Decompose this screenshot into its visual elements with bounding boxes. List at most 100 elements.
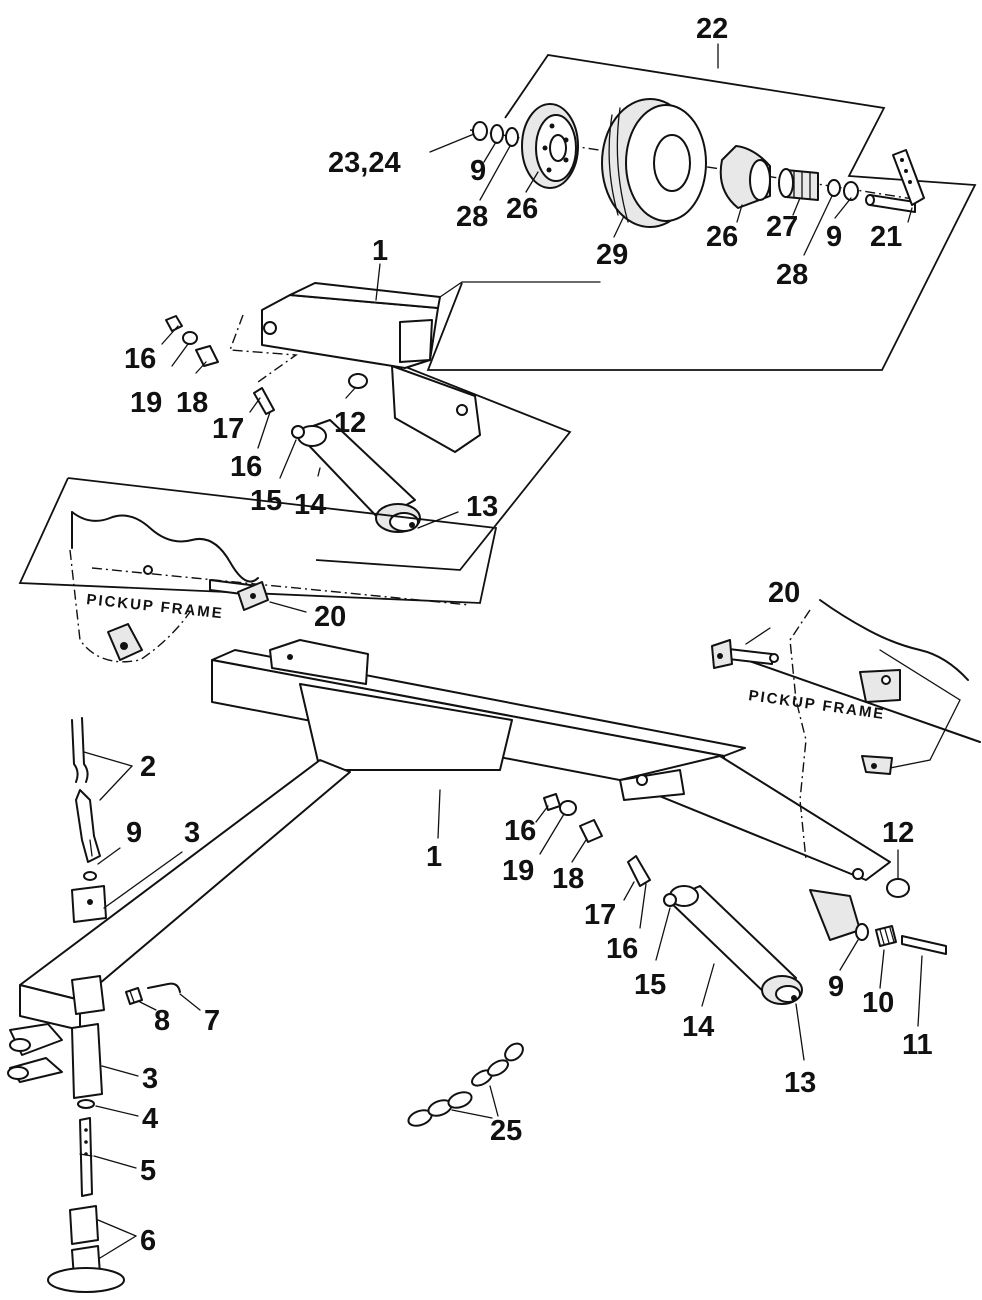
jack-handle-slot: [89, 839, 93, 857]
callout-26-right: 26: [706, 221, 738, 253]
pickup-frame-caption-left: PICKUP FRAME: [86, 591, 225, 622]
callout-23-24: 23,24: [328, 147, 401, 179]
right-arm-bracket: [809, 889, 861, 941]
callout-17: 17: [212, 413, 244, 445]
pin-part-17-upper: [253, 387, 275, 415]
right-frame-wavy-edge: [819, 599, 969, 681]
leader-16c: [535, 805, 549, 823]
leader-18a: [195, 361, 207, 374]
cylinder-part-14-lower: [667, 885, 803, 1005]
callout-4: 4: [142, 1103, 158, 1135]
callout-1-lower: 1: [426, 841, 442, 873]
leader-9c: [97, 847, 121, 865]
leader-19b: [539, 813, 565, 855]
left-frame-pin-centerline: [91, 567, 471, 606]
jack-handle-upper-b: [81, 717, 89, 783]
leader-11: [917, 955, 923, 1027]
leader-13b: [795, 1003, 805, 1061]
pivot-pin-part-20-left: [209, 579, 269, 611]
washer-part-12-lower: [886, 878, 910, 898]
upper-arm-outline-box: [315, 359, 572, 571]
callout-3-lower: 3: [142, 1063, 158, 1095]
spring-part-10: [875, 925, 897, 947]
lower-cylinder-group: [535, 793, 947, 1061]
left-frame-hole: [143, 565, 153, 575]
callout-15-b: 15: [634, 969, 666, 1001]
callout-20-left: 20: [314, 601, 346, 633]
right-arm-mount: [619, 769, 685, 801]
callout-26: 26: [506, 193, 538, 225]
left-frame-outline: [18, 477, 498, 604]
leader-26b: [736, 204, 743, 223]
pivot-part-15-lower: [663, 893, 677, 907]
washer-part-12-upper: [348, 373, 368, 389]
hub-part-26: [521, 103, 579, 189]
tongue-arm-top: [19, 759, 351, 1001]
right-frame-line-top: [717, 649, 981, 743]
callout-22: 22: [696, 13, 728, 45]
callout-10: 10: [862, 987, 894, 1019]
hitch-clevis-eye-bottom: [7, 1066, 29, 1080]
seal-part-9: [490, 124, 504, 144]
callout-9-right: 9: [826, 221, 842, 253]
leader-7: [179, 993, 201, 1011]
tire-part-29: [601, 98, 707, 228]
main-hitch-frame-group: [7, 639, 891, 1083]
callout-9-lower: 9: [828, 971, 844, 1003]
socket-part-3-upper: [71, 885, 107, 923]
right-pickup-frame-group: PICKUP FRAME: [711, 599, 981, 861]
jack-handle-upper: [71, 719, 79, 783]
callout-28: 28: [456, 201, 488, 233]
left-frame-mount-bracket: [107, 623, 143, 661]
bearing-cone-part-28: [505, 127, 519, 147]
leader-29: [613, 215, 625, 238]
leader-26a: [525, 171, 539, 193]
clip-part-18-upper: [195, 345, 219, 367]
right-frame-dash-edge: [789, 609, 811, 861]
callout-17-b: 17: [584, 899, 616, 931]
leader-4: [95, 1105, 139, 1117]
leader-27: [792, 197, 801, 216]
leader-10: [879, 949, 885, 989]
callout-labels: 22 23,24 9 28 26 29 26 27 9 21 28 1 16 1…: [124, 13, 933, 1257]
pin-part-7: [147, 982, 181, 993]
leader-15b: [655, 907, 671, 961]
washer-part-4: [77, 1099, 95, 1109]
leader-18b: [571, 839, 587, 863]
jack-tube-part-3: [71, 1023, 103, 1099]
callout-1-upper: 1: [372, 235, 388, 267]
bearing-cone-part-28-right: [827, 179, 841, 197]
leader-20a: [269, 601, 307, 613]
arm-tube-part-1-upper: [261, 281, 601, 453]
seal-part-9-jack: [83, 871, 97, 881]
callout-16-b: 16: [230, 451, 262, 483]
leader-1a: [375, 263, 381, 301]
spindle-part-21: [865, 149, 925, 213]
callout-18-b: 18: [552, 863, 584, 895]
jack-foot-part-6: [47, 1205, 125, 1293]
clip-part-18-lower: [579, 819, 603, 843]
jack-post-part-5: [79, 1117, 93, 1197]
leader-21: [907, 207, 913, 223]
callout-6: 6: [140, 1225, 156, 1257]
leader-28a: [479, 145, 511, 201]
leader-16a: [161, 325, 179, 345]
pin-part-11: [901, 935, 947, 955]
leader-23-24: [429, 133, 475, 153]
wheel-assembly-group: [426, 43, 977, 371]
right-frame-lower-edge: [879, 649, 961, 771]
callout-12: 12: [334, 407, 366, 439]
hitch-clevis-eye-top: [9, 1038, 31, 1052]
leader-9b: [834, 197, 852, 219]
right-arm-tube: [619, 755, 891, 881]
callout-16: 16: [124, 343, 156, 375]
callout-9: 9: [470, 155, 486, 187]
leader-17a: [249, 397, 261, 413]
washer-part-19-upper: [182, 331, 198, 345]
pin-part-17-lower: [627, 855, 651, 887]
leader-6-lower: [99, 1235, 137, 1259]
callout-15: 15: [250, 485, 282, 517]
callout-25: 25: [490, 1115, 522, 1147]
